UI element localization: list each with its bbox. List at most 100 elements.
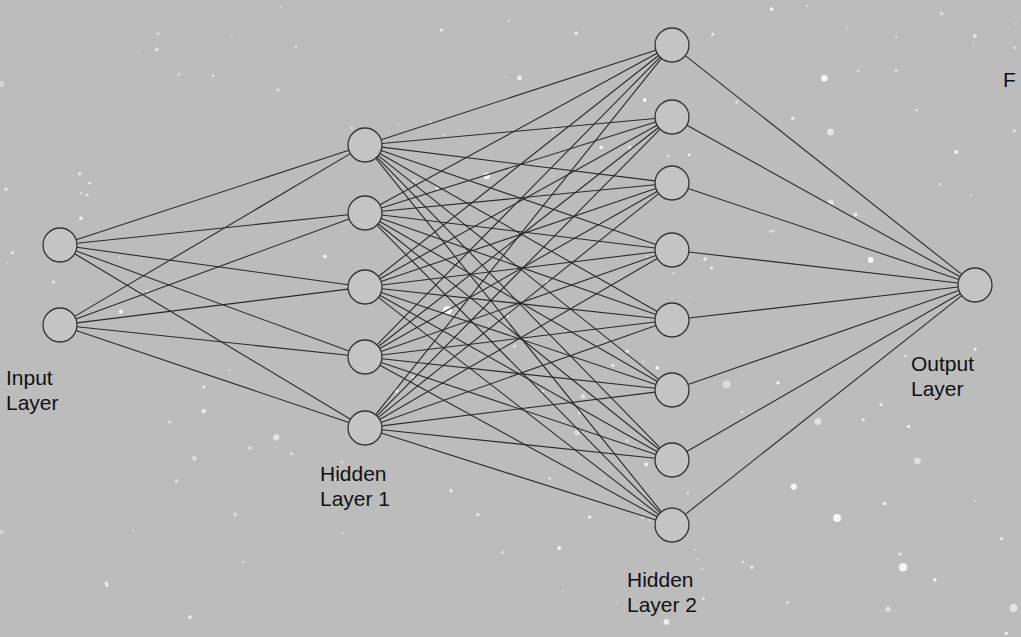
weight-line — [381, 219, 656, 315]
star-dot — [688, 154, 691, 157]
weight-line — [688, 188, 959, 279]
weight-line — [76, 150, 349, 239]
star-dot — [904, 355, 906, 357]
star-dot — [907, 425, 910, 428]
star-dot — [398, 124, 400, 126]
star-dot — [974, 348, 977, 351]
star-dot — [642, 360, 645, 363]
star-dot — [880, 403, 883, 406]
star-dot — [295, 45, 297, 47]
star-dot — [429, 445, 431, 447]
star-dot — [933, 578, 936, 581]
star-dot — [750, 566, 753, 569]
star-dot — [748, 380, 750, 382]
star-dot — [642, 517, 644, 519]
network-neurons — [43, 28, 992, 542]
star-dot — [4, 187, 7, 190]
neuron-circle — [348, 196, 382, 230]
star-dot — [513, 345, 516, 348]
star-dot — [202, 386, 205, 389]
star-dot — [5, 263, 7, 265]
star-dot — [201, 409, 206, 414]
star-dot — [644, 463, 648, 467]
star-dot — [821, 75, 828, 82]
weight-line — [77, 327, 348, 355]
star-dot — [79, 216, 83, 220]
star-dot — [280, 6, 282, 8]
star-dot — [88, 182, 91, 185]
weight-line — [381, 256, 656, 352]
star-field — [0, 5, 1017, 635]
star-dot — [562, 420, 564, 422]
star-dot — [557, 546, 561, 550]
star-dot — [885, 607, 890, 612]
weight-line — [382, 185, 655, 212]
star-dot — [85, 193, 88, 196]
star-dot — [11, 252, 14, 255]
star-dot — [413, 179, 415, 181]
star-dot — [248, 446, 251, 449]
star-dot — [119, 257, 121, 259]
star-dot — [177, 73, 180, 76]
star-dot — [643, 98, 647, 102]
star-dot — [625, 439, 628, 442]
neuron-circle — [348, 340, 382, 374]
star-dot — [617, 601, 619, 603]
weight-line — [381, 122, 656, 208]
neuron-circle — [655, 28, 689, 62]
neuron-circle — [655, 303, 689, 337]
star-dot — [970, 195, 972, 197]
star-dot — [833, 514, 841, 522]
star-dot — [898, 553, 901, 556]
star-dot — [138, 50, 140, 52]
star-dot — [279, 192, 281, 194]
star-dot — [341, 532, 343, 534]
neuron-circle — [43, 308, 77, 342]
star-dot — [771, 229, 774, 232]
star-dot — [488, 323, 490, 325]
star-dot — [664, 619, 670, 625]
star-dot — [973, 45, 975, 47]
star-dot — [916, 109, 918, 111]
neuron-circle — [348, 270, 382, 304]
star-dot — [702, 597, 705, 600]
star-dot — [157, 32, 160, 35]
star-dot — [323, 254, 327, 258]
star-dot — [290, 452, 292, 454]
star-dot — [854, 212, 858, 216]
weight-line — [75, 254, 351, 420]
star-dot — [168, 421, 171, 424]
star-dot — [233, 513, 237, 517]
star-dot — [703, 257, 707, 261]
star-dot — [231, 34, 233, 36]
star-dot — [155, 48, 159, 52]
star-dot — [894, 69, 898, 73]
star-dot — [861, 418, 865, 422]
neuron-circle — [348, 128, 382, 162]
star-dot — [449, 489, 452, 492]
neuron-circle — [655, 373, 689, 407]
star-dot — [1010, 604, 1018, 612]
star-dot — [273, 434, 279, 440]
star-dot — [786, 601, 789, 604]
star-dot — [443, 134, 445, 136]
star-dot — [973, 34, 977, 38]
star-dot — [791, 116, 795, 120]
star-dot — [702, 568, 704, 570]
neuron-circle — [655, 166, 689, 200]
weight-line — [689, 252, 958, 283]
star-dot — [350, 126, 353, 129]
star-dot — [940, 12, 944, 16]
star-dot — [974, 500, 976, 502]
weight-line — [380, 53, 657, 205]
layer-label: Hidden Layer 2 — [627, 568, 739, 618]
weight-line — [378, 194, 658, 418]
weight-line — [382, 215, 655, 248]
star-dot — [914, 457, 921, 464]
weight-line — [382, 392, 655, 426]
star-dot — [791, 484, 797, 490]
weight-line — [377, 57, 660, 345]
star-dot — [883, 502, 886, 505]
star-dot — [770, 7, 774, 11]
